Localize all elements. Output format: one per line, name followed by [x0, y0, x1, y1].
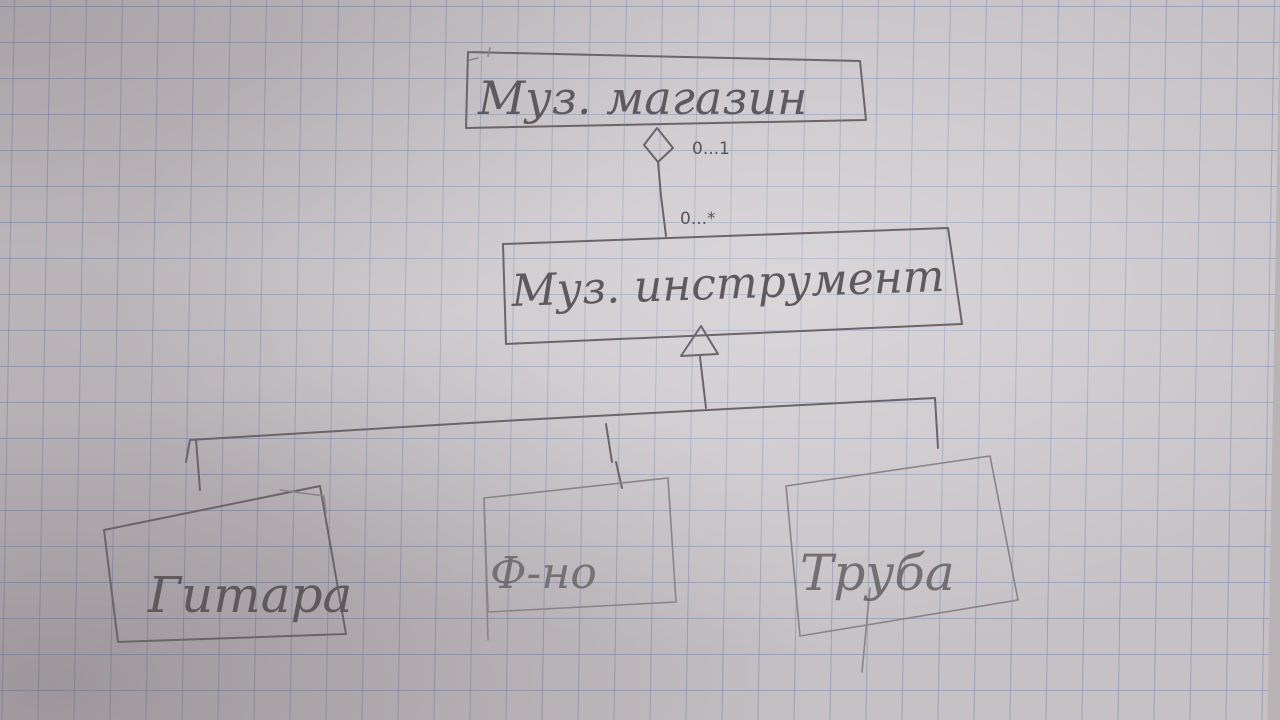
class-instrument: Муз. инструмент [502, 227, 963, 345]
generalization-triangle [680, 325, 719, 357]
class-guitar-box [103, 485, 347, 643]
class-piano-name: Ф-но [490, 548, 597, 599]
class-piano: Ф-но [483, 477, 677, 641]
generalization-stem [699, 356, 707, 409]
class-instrument-name: Муз. инструмент [510, 251, 946, 317]
class-guitar: Гитара [103, 485, 352, 643]
class-store-name: Муз. магазин [477, 71, 807, 125]
generalization-bar [189, 397, 939, 449]
multiplicity-store-end: 0...1 [692, 139, 730, 159]
class-store: Муз. магазин [465, 47, 867, 129]
branch-to-guitar [185, 439, 201, 491]
generalization-hierarchy [185, 325, 939, 491]
class-piano-box [483, 477, 677, 641]
class-trumpet-name: Труба [800, 544, 955, 602]
aggregation-line [657, 161, 667, 237]
class-store-box [465, 51, 867, 129]
aggregation-diamond [643, 127, 674, 163]
class-store-sketch [469, 47, 491, 61]
class-guitar-sketch [279, 489, 327, 513]
class-guitar-name: Гитара [147, 566, 352, 624]
class-trumpet: Труба [785, 455, 1019, 673]
multiplicity-instrument-end: 0...* [680, 209, 716, 229]
branch-to-piano [605, 423, 623, 489]
class-trumpet-sketch [861, 587, 871, 673]
aggregation-association: 0...1 0...* [643, 127, 730, 237]
class-trumpet-box [785, 455, 1019, 637]
class-instrument-box [502, 227, 963, 345]
